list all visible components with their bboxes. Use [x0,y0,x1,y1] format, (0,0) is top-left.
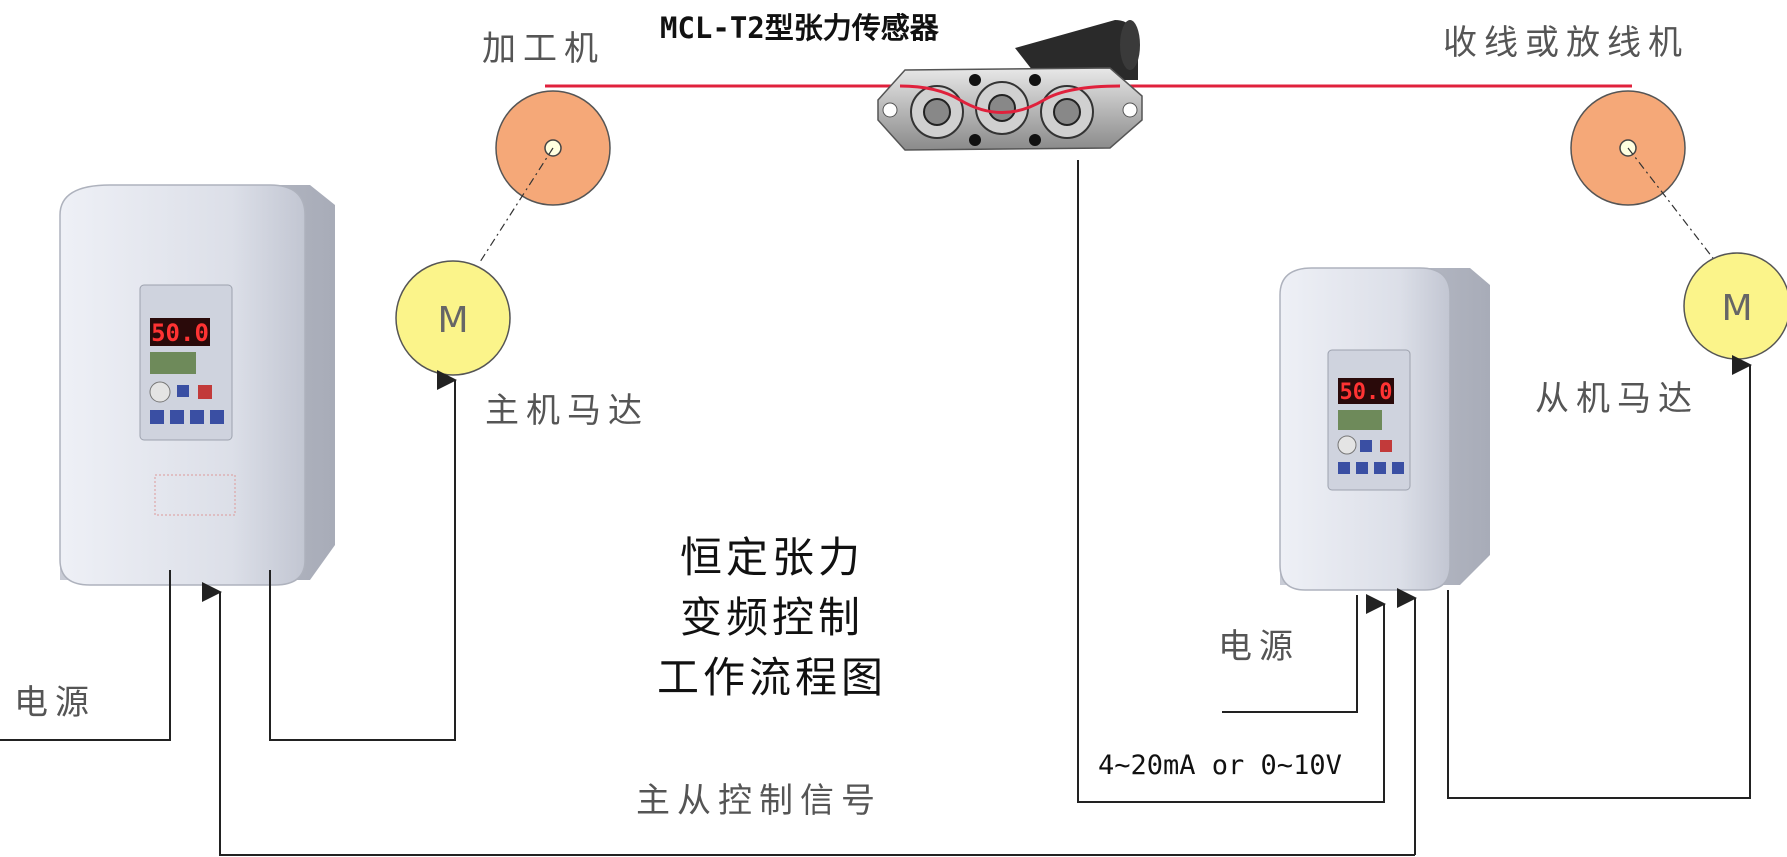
main-motor-label: 主机马达 [485,391,649,431]
power-right-label: 电源 [1218,627,1300,667]
center-title: 恒定张力 变频控制 工作流程图 [652,528,892,708]
svg-text:50.0: 50.0 [151,319,209,347]
power-left-label: 电源 [14,683,96,723]
center-title-line-1: 恒定张力 [679,533,864,582]
master-slave-wire [202,582,1415,856]
signal-label: 4~20mA or 0~10V [1098,750,1342,781]
svg-text:50.0: 50.0 [1340,380,1393,405]
winder-label: 收线或放线机 [1443,23,1689,63]
master-slave-label: 主从控制信号 [636,781,882,821]
main-inverter: 50.0 [59,184,335,586]
tension-sensor-icon [877,20,1143,151]
center-title-line-2: 变频控制 [679,593,864,642]
wiring [0,160,1752,856]
slave-motor-label: 从机马达 [1535,379,1699,419]
right-power-wire [1222,595,1358,713]
center-title-line-3: 工作流程图 [656,653,887,702]
left-power-wire [0,570,171,741]
svg-text:M: M [437,300,468,341]
slave-belt-link [1627,147,1717,263]
processor-label: 加工机 [482,29,605,69]
sensor-signal-wire [1077,160,1386,803]
slave-motor-wire [1447,355,1752,799]
main-belt-link [479,147,554,263]
svg-text:M: M [1721,288,1752,329]
sensor-label: MCL-T2型张力传感器 [660,11,939,45]
main-motor-wire [269,370,457,741]
slave-inverter: 50.0 [1279,267,1490,591]
slave-motor-icon: M [1683,252,1787,360]
main-motor-icon: M [395,260,511,376]
